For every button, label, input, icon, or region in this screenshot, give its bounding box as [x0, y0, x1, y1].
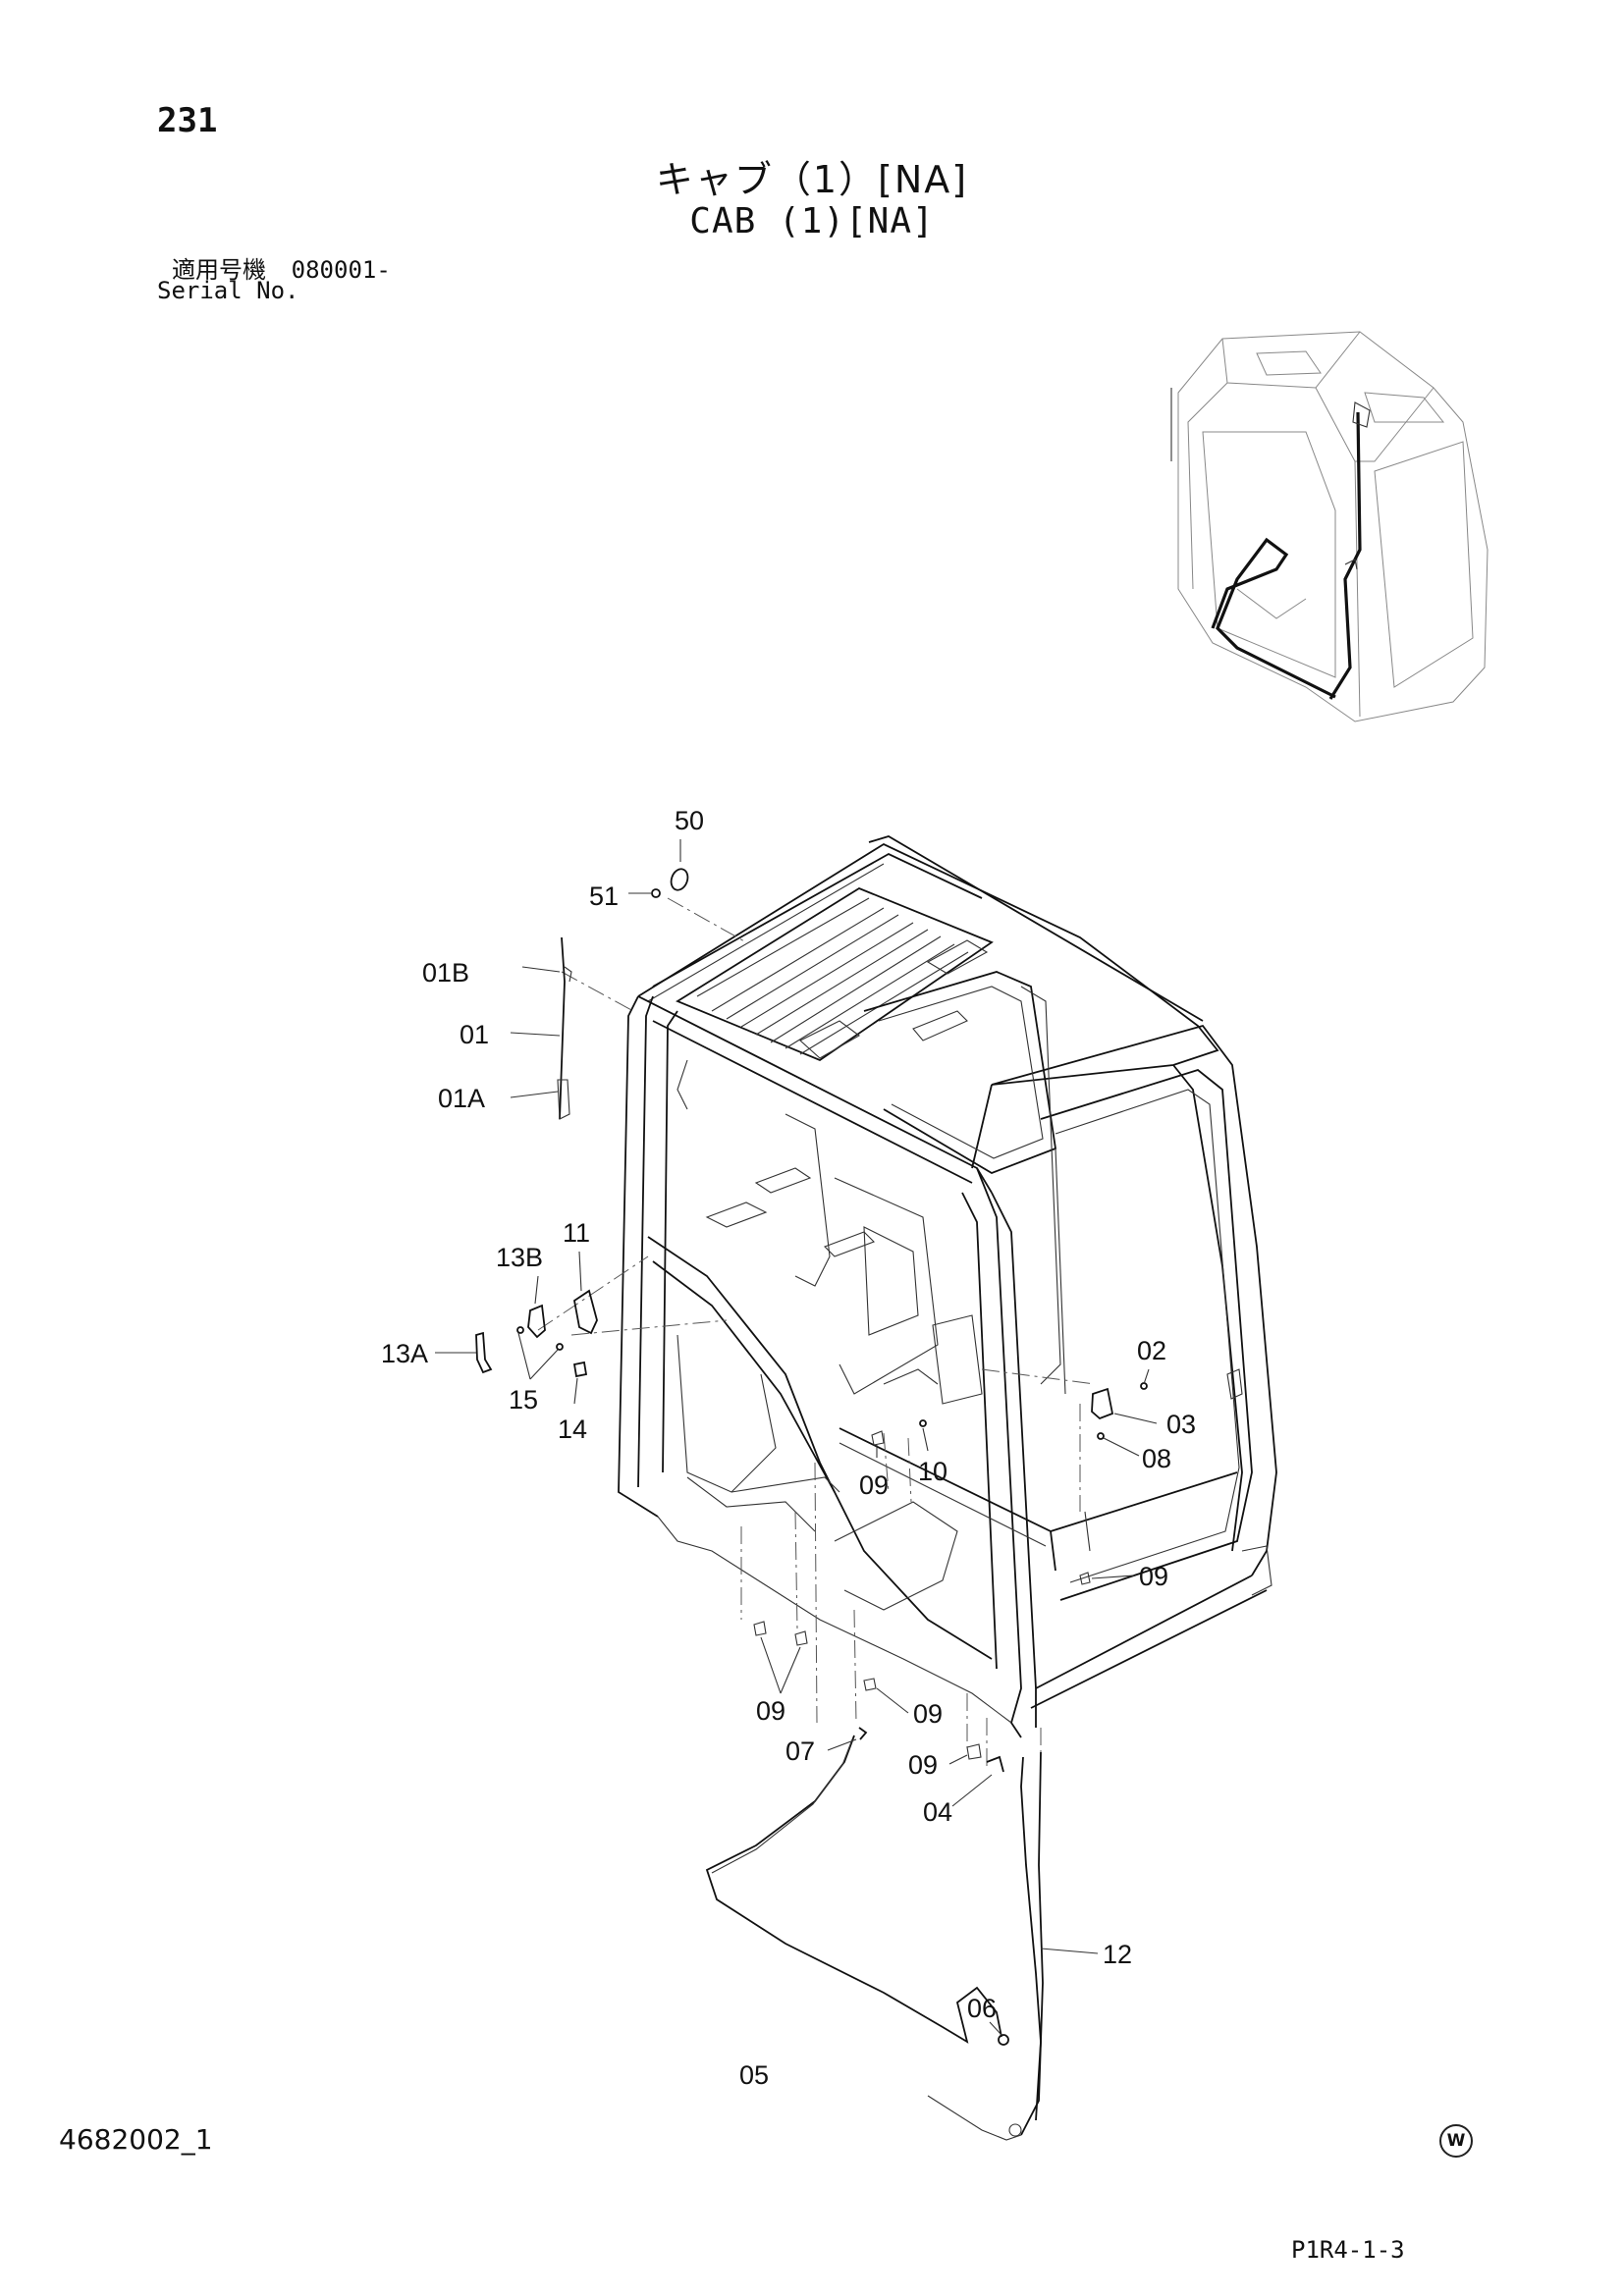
- part-13A-lever: [475, 1331, 493, 1374]
- part-11-block: [573, 1289, 598, 1335]
- part-14-clip: [572, 1361, 588, 1378]
- part-05-weatherstrip: [705, 1735, 1002, 2044]
- callout-09-e: 09: [908, 1750, 938, 1780]
- callout-03: 03: [1166, 1410, 1196, 1439]
- assembly-center-lines: [537, 897, 1096, 1767]
- w-circle-mark: W: [1439, 2124, 1473, 2158]
- part-12-weatherstrip: [927, 1751, 1044, 2141]
- part-15-screws: [516, 1326, 564, 1351]
- part-03-latch: [1091, 1387, 1114, 1420]
- callout-09-d: 09: [913, 1699, 943, 1729]
- part-50-ring: [670, 868, 689, 891]
- callout-51: 51: [589, 881, 619, 911]
- callout-07: 07: [785, 1736, 815, 1766]
- callout-11: 11: [563, 1218, 590, 1248]
- figure-code: P1R4-1-3: [1291, 2236, 1405, 2264]
- callout-08: 08: [1142, 1444, 1171, 1473]
- callout-09-b: 09: [1139, 1562, 1168, 1591]
- callout-14: 14: [558, 1415, 587, 1444]
- part-01-rod: [557, 936, 572, 1120]
- callout-05: 05: [739, 2060, 769, 2090]
- callout-06: 06: [967, 1994, 997, 2023]
- callout-02: 02: [1137, 1336, 1166, 1365]
- part-08-screw: [1097, 1432, 1105, 1440]
- callout-13B: 13B: [496, 1243, 543, 1272]
- callout-04: 04: [923, 1797, 952, 1827]
- serial-label-english: Serial No.: [157, 277, 299, 304]
- cab-frame: [618, 835, 1277, 1738]
- page-number: 231: [157, 101, 218, 140]
- part-04-piece: [986, 1755, 1004, 1773]
- part-07-end: [858, 1727, 868, 1740]
- callout-15: 15: [509, 1385, 538, 1415]
- callout-01A: 01A: [438, 1084, 485, 1113]
- title-english: CAB (1)[NA]: [689, 201, 935, 241]
- callout-09-c: 09: [756, 1696, 785, 1726]
- part-06-clips: [998, 2034, 1009, 2046]
- callout-labels: 50 51 01B 01 01A 13B 11 13A 15 14 02 03 …: [381, 806, 1196, 2090]
- part-09-clips: [753, 1430, 1091, 1760]
- title-japanese: キャブ（1）[NA]: [655, 158, 969, 201]
- callout-09-a: 09: [859, 1470, 889, 1500]
- leader-lines: [435, 839, 1158, 2036]
- part-13B-bracket: [527, 1304, 546, 1339]
- part-51-screw: [651, 888, 661, 898]
- serial-value: 080001-: [291, 256, 391, 284]
- callout-10: 10: [918, 1457, 947, 1486]
- inset-cab-view: [1170, 331, 1489, 722]
- callout-13A: 13A: [381, 1339, 428, 1368]
- callout-50: 50: [675, 806, 704, 835]
- part-10-bolt: [919, 1419, 927, 1427]
- serial-label-japanese: 適用号機 080001-: [172, 250, 391, 285]
- callout-01B: 01B: [422, 958, 469, 988]
- serial-label-jp-text: 適用号機: [172, 256, 266, 284]
- document-code: 4682002_1: [59, 2123, 213, 2156]
- callout-12: 12: [1103, 1940, 1132, 1969]
- callout-01: 01: [460, 1020, 489, 1049]
